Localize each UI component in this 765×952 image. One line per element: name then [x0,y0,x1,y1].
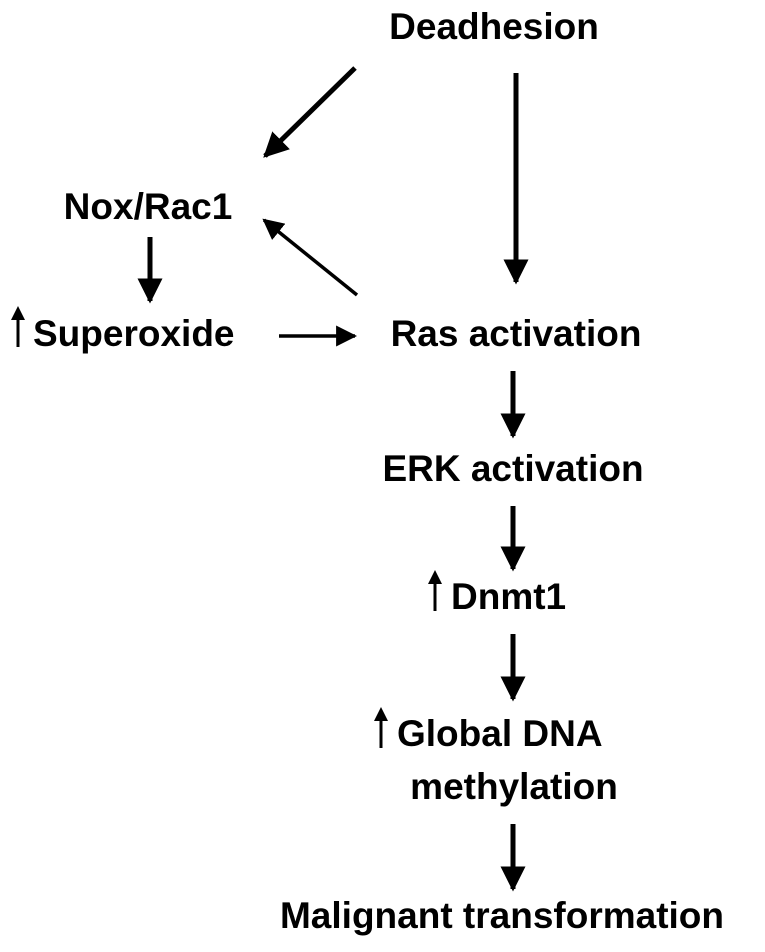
node-dnmt1: Dnmt1 [451,576,566,617]
node-erk-activation: ERK activation [382,448,643,489]
increase-arrow-icon [374,707,388,748]
arrow-ras-activation-to-nox-rac1 [262,218,359,297]
arrow-deadhesion-to-nox-rac1 [263,66,357,158]
node-malignant-transformation: Malignant transformation [280,895,724,936]
increase-arrow-icon [11,306,25,347]
node-deadhesion: Deadhesion [389,6,599,47]
node-global-dna-methylation-line1: Global DNA [397,713,603,754]
node-ras-activation: Ras activation [391,313,642,354]
node-nox-rac1: Nox/Rac1 [64,186,233,227]
node-global-dna-methylation-line2: methylation [410,766,618,807]
node-superoxide: Superoxide [33,313,235,354]
increase-arrow-icon [428,570,442,611]
